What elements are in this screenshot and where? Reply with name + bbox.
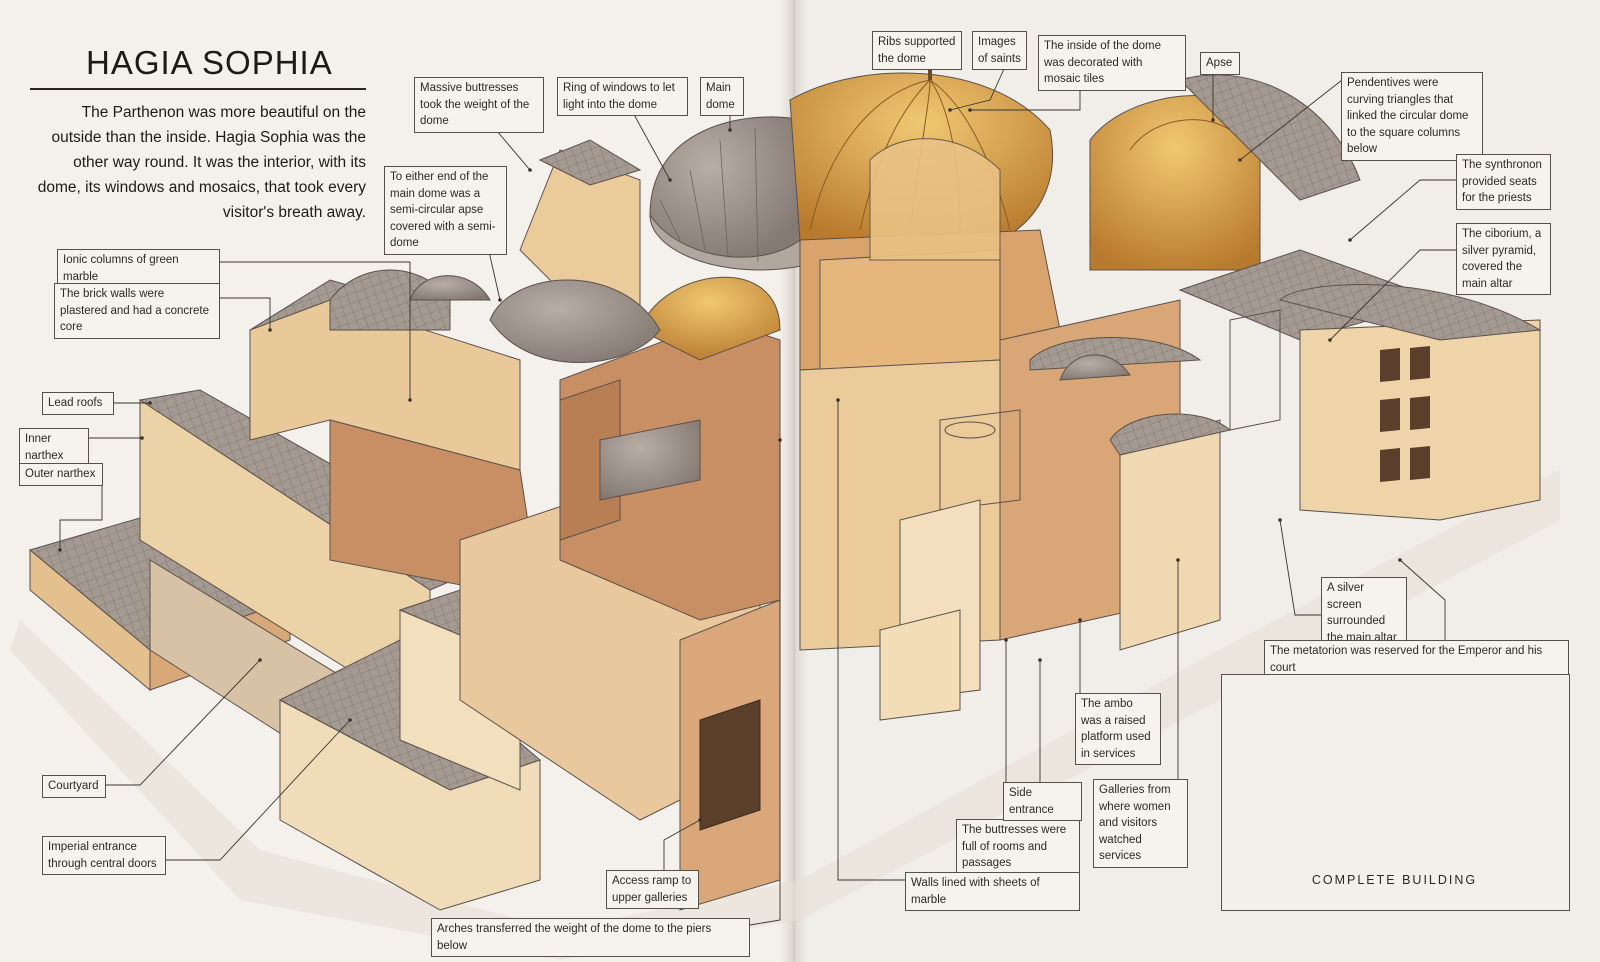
label-brick-walls: The brick walls were plastered and had a… xyxy=(54,283,220,339)
label-ambo: The ambo was a raised platform used in s… xyxy=(1075,693,1161,765)
page-title: HAGIA SOPHIA xyxy=(86,44,333,81)
inset-caption: COMPLETE BUILDING xyxy=(1311,873,1478,887)
label-side-entrance: Side entrance xyxy=(1003,782,1082,821)
label-silver-screen: A silver screen surrounded the main alta… xyxy=(1321,577,1407,649)
label-images-of-saints: Images of saints xyxy=(972,31,1027,70)
label-main-dome: Main dome xyxy=(700,77,744,116)
label-buttresses: Massive buttresses took the weight of th… xyxy=(414,77,544,133)
label-ribs: Ribs supported the dome xyxy=(872,31,962,70)
label-apse: Apse xyxy=(1200,52,1240,75)
label-semi-dome-apse: To either end of the main dome was a sem… xyxy=(384,166,507,255)
label-outer-narthex: Outer narthex xyxy=(19,463,103,486)
label-galleries: Galleries from where women and visitors … xyxy=(1093,779,1188,868)
label-arches: Arches transferred the weight of the dom… xyxy=(431,918,750,957)
label-ring-of-windows: Ring of windows to let light into the do… xyxy=(557,77,688,116)
label-lead-roofs: Lead roofs xyxy=(42,392,114,415)
label-inner-narthex: Inner narthex xyxy=(19,428,89,467)
label-ionic-columns: Ionic columns of green marble xyxy=(57,249,220,288)
label-dome-mosaic: The inside of the dome was decorated wit… xyxy=(1038,35,1186,91)
label-pendentives: Pendentives were curving triangles that … xyxy=(1341,72,1483,161)
outer-narthex-and-courtyard xyxy=(28,389,541,911)
intro-paragraph: The Parthenon was more beautiful on the … xyxy=(37,104,366,221)
label-access-ramp: Access ramp to upper galleries xyxy=(606,870,699,909)
label-buttress-rooms: The buttresses were full of rooms and pa… xyxy=(956,819,1080,875)
label-marble-walls: Walls lined with sheets of marble xyxy=(905,872,1080,911)
right-interior xyxy=(799,74,1542,721)
label-metatorion: The metatorion was reserved for the Empe… xyxy=(1264,640,1569,679)
complete-building-inset xyxy=(1221,674,1570,911)
label-synthronon: The synthronon provided seats for the pr… xyxy=(1456,154,1551,210)
leader-dots xyxy=(58,38,1402,822)
title-rule xyxy=(30,88,366,90)
label-ciborium: The ciborium, a silver pyramid, covered … xyxy=(1456,223,1551,295)
central-nave xyxy=(489,139,781,621)
label-courtyard: Courtyard xyxy=(42,775,106,798)
label-imperial-entrance: Imperial entrance through central doors xyxy=(42,836,166,875)
